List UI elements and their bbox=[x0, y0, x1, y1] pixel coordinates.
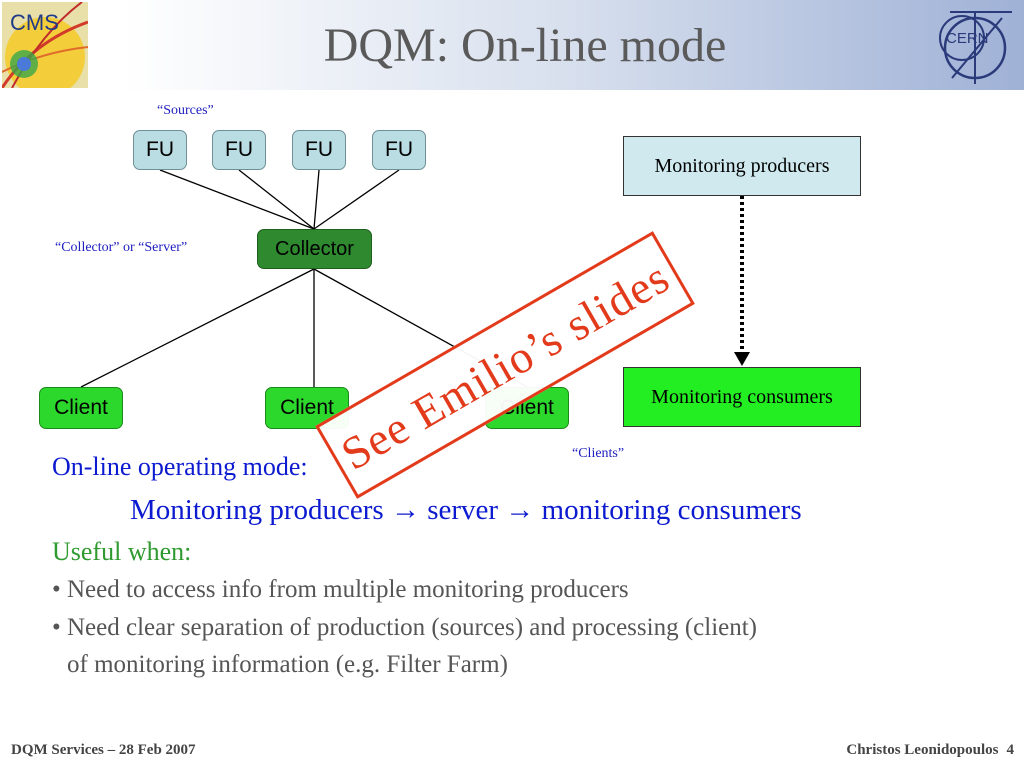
collector-client-link bbox=[80, 268, 315, 388]
footer-author: Christos Leonidopoulos 4 bbox=[838, 742, 1014, 759]
fu-node: FU bbox=[372, 130, 426, 170]
bullet-item: • Need clear separation of production (s… bbox=[52, 614, 758, 641]
client-node: Client bbox=[39, 387, 123, 429]
cern-logo-text: CERN bbox=[946, 30, 989, 47]
sources-note: “Sources” bbox=[157, 103, 214, 118]
slide-header: CMS DQM: On-line mode CERN bbox=[0, 0, 1024, 90]
monitoring-producers-box: Monitoring producers bbox=[623, 136, 861, 196]
fu-collector-link bbox=[238, 169, 315, 230]
dqm-diagram: “Sources” “Collector” or “Server” “Clien… bbox=[0, 90, 1024, 499]
footer-date: DQM Services – 28 Feb 2007 bbox=[11, 742, 196, 758]
cern-logo: CERN bbox=[939, 11, 1012, 84]
fu-node: FU bbox=[212, 130, 266, 170]
cms-logo: CMS bbox=[2, 2, 88, 88]
fu-node: FU bbox=[133, 130, 187, 170]
bullet-item: • Need to access info from multiple moni… bbox=[52, 576, 629, 603]
intro-line: On-line operating mode: bbox=[52, 452, 308, 481]
bullet-continuation: of monitoring information (e.g. Filter F… bbox=[67, 651, 508, 678]
slide-title: DQM: On-line mode bbox=[323, 19, 727, 72]
author-name: Christos Leonidopoulos bbox=[846, 742, 999, 758]
fu-node: FU bbox=[292, 130, 346, 170]
useful-when-heading: Useful when: bbox=[52, 537, 192, 566]
fu-collector-link bbox=[159, 169, 315, 230]
clients-note: “Clients” bbox=[572, 446, 625, 461]
cms-logo-text: CMS bbox=[10, 10, 59, 35]
collector-note: “Collector” or “Server” bbox=[55, 240, 188, 255]
fu-collector-link bbox=[313, 169, 320, 230]
collector-node: Collector bbox=[257, 229, 372, 269]
flow-line: Monitoring producers → server → monitori… bbox=[130, 494, 802, 526]
fu-collector-link bbox=[313, 169, 400, 230]
page-number: 4 bbox=[1006, 742, 1015, 758]
arrow-head bbox=[734, 352, 750, 366]
diagram-connectors bbox=[80, 169, 750, 388]
monitoring-consumers-box: Monitoring consumers bbox=[623, 367, 861, 427]
